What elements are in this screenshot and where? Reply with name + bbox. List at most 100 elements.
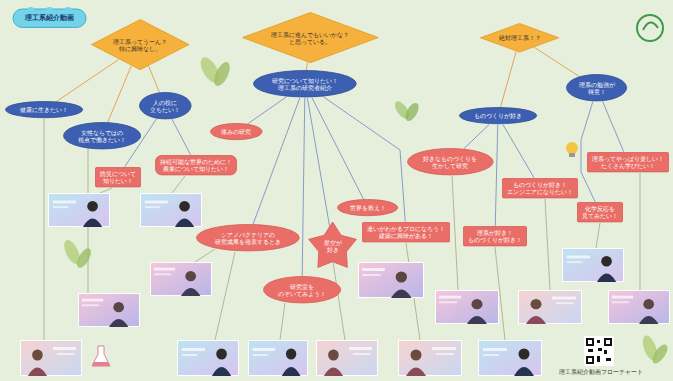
connector-line	[312, 98, 364, 200]
connector-line	[306, 63, 308, 71]
node-inner: 女性ならではの 視点で働きたい！	[78, 129, 126, 143]
node-shape	[578, 202, 623, 221]
cloud-bump	[46, 7, 54, 15]
node-shape	[254, 71, 357, 97]
video-thumbnail	[177, 341, 238, 377]
node-shape	[309, 222, 357, 267]
leaf	[650, 342, 671, 366]
node-inner: 理系が好き！ ものづくりが好き！	[468, 229, 522, 243]
topic-box: ものづくりが好き！ エンジニアになりたい！	[502, 178, 578, 198]
node-text: 絶対理工系！？	[499, 34, 541, 41]
node-inner: 違いがわかるプロになろう！ 建築に興味がある！	[367, 225, 445, 239]
leader-line	[333, 262, 345, 340]
school-logo	[637, 15, 663, 41]
qr-finder	[588, 340, 592, 344]
node-shape	[5, 102, 82, 118]
interest-ellipse: ものづくりが好き	[459, 107, 537, 124]
topic-box: 理系ってやっぱり楽しい！ たくさん学びたい！	[587, 152, 669, 172]
node-inner: 好きなものづくりを 生かして研究	[423, 155, 477, 169]
node-shape	[242, 13, 378, 63]
leader-line	[195, 249, 215, 262]
node-shape	[567, 75, 627, 101]
interest-ellipse: 女性ならではの 視点で働きたい！	[63, 122, 141, 149]
node-text: 理系が好き！ ものづくりが好き！	[468, 229, 522, 243]
node-text: 理系ってやっぱり楽しい！ たくさん学びたい！	[592, 155, 664, 169]
node-inner: 研究室を のぞいてみよう！	[278, 283, 326, 297]
connector-line	[581, 102, 595, 202]
node-shape	[156, 155, 237, 174]
node-shape	[464, 226, 527, 245]
leader-line	[280, 303, 285, 340]
node-inner: ものづくりが好き	[474, 112, 522, 119]
video-thumbnail	[608, 290, 669, 324]
node-shape	[96, 167, 141, 186]
video-thumbnail	[248, 341, 307, 377]
topic-box: 違いがわかるプロになろう！ 建築に興味がある！	[362, 222, 450, 242]
node-shape	[363, 222, 450, 241]
qr-finder	[586, 338, 594, 346]
connector-line	[56, 59, 119, 101]
flask-icon	[92, 346, 110, 366]
leader-line	[44, 119, 45, 340]
node-text: 女性ならではの 視点で働きたい！	[78, 129, 126, 143]
topic-ellipse: シアノバクテリアの 研究成果を発表するとき	[196, 224, 300, 251]
node-inner: 持続可能な世界のために！ 農業について知りたい！	[160, 158, 232, 172]
node-text: 理工系ってうーん？ 特に興味なし。	[113, 38, 167, 52]
interest-ellipse: 研究について知りたい！ 理工系の研究者紹介	[253, 70, 357, 97]
node-shape	[197, 225, 300, 251]
leader-line	[596, 223, 600, 248]
video-thumbnail	[479, 341, 542, 377]
topic-box: 持続可能な世界のために！ 農業について知りたい！	[155, 155, 237, 175]
video-thumbnail	[150, 262, 211, 296]
node-shape	[481, 24, 559, 53]
node-inner: 絶対理工系！？	[499, 34, 541, 41]
node-shape	[503, 178, 578, 197]
node-text: 好きなものづくりを 生かして研究	[423, 155, 477, 169]
connector-group	[56, 47, 624, 276]
bulb-base	[569, 153, 575, 157]
topic-ellipse: 研究室を のぞいてみよう！	[263, 276, 341, 303]
leaf	[211, 60, 233, 89]
logo-mark	[643, 22, 658, 30]
node-inner: 健康に生きたい！	[20, 106, 68, 113]
topic-star: 星空が 好き	[307, 220, 358, 271]
node-text: 健康に生きたい！	[20, 106, 68, 113]
cloud-bump	[27, 7, 35, 15]
video-thumbnail	[316, 341, 377, 377]
node-text: 世界を救え！	[350, 204, 386, 211]
leaf	[74, 246, 94, 270]
connector-line	[323, 97, 405, 222]
leaf	[403, 101, 422, 123]
qr-finder	[606, 340, 610, 344]
topic-box: 理系が好き！ ものづくりが好き！	[463, 226, 527, 246]
node-inner: 防災について 知りたい！	[100, 170, 136, 184]
topic-ellipse: 好きなものづくりを 生かして研究	[407, 148, 494, 175]
node-shape	[407, 149, 493, 175]
video-thumbnail	[519, 290, 582, 324]
leaf-illustration	[61, 54, 670, 366]
interest-ellipse: 健康に生きたい！	[5, 101, 83, 118]
node-inner: 理工系に進んでもいいかな？ と思っている。	[271, 31, 349, 45]
node-inner: 理系の勉強が 得意！	[579, 81, 615, 95]
connector-line	[253, 98, 300, 225]
node-text: 痛みの研究	[221, 128, 251, 135]
connector-line	[503, 125, 534, 178]
node-shape	[338, 200, 398, 216]
video-thumbnail	[78, 293, 139, 327]
title-cloud: 理工系紹介動画	[12, 8, 87, 28]
node-inner: ものづくりが好き！ エンジニアになりたい！	[507, 181, 573, 195]
qr-module	[604, 350, 607, 354]
node-inner: 星空が 好き	[324, 239, 342, 253]
node-text: 研究室を のぞいてみよう！	[278, 283, 326, 297]
qr-code	[584, 336, 614, 366]
node-inner: 研究について知りたい！ 理工系の研究者紹介	[272, 77, 338, 91]
node-text: 化学反応を 見てみたい！	[582, 205, 618, 219]
qr-module	[588, 349, 593, 352]
node-inner: 痛みの研究	[221, 128, 251, 135]
connector-line	[495, 125, 498, 226]
interest-ellipse: 人の役に 立ちたい！	[139, 92, 192, 119]
leader-line	[452, 176, 458, 290]
interest-ellipse: 理系の勉強が 得意！	[566, 74, 627, 101]
